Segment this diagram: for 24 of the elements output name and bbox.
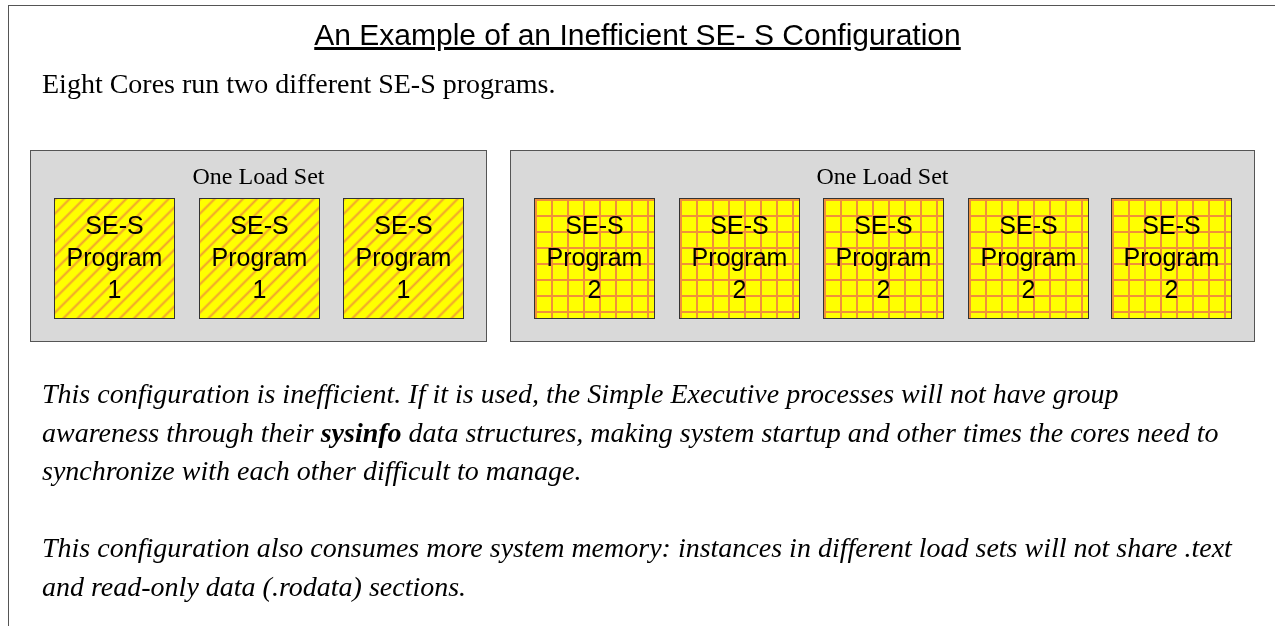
load-set-panel [30, 150, 487, 342]
program-box [968, 198, 1089, 319]
program-box [823, 198, 944, 319]
note-paragraph: This configuration is inefficient. If it is used, the Simple Executive processes will not have group awareness through their sysinfo data structures, making system startup and other times the cores need to synchronize with each other difficult to manage. [42, 377, 1220, 488]
program-label: SE-S Program 1 [354, 210, 453, 305]
panel-heading: One Load Set [815, 162, 950, 191]
note-paragraph: This configuration also consumes more system memory: instances in different load sets will not share .text and read-only data (.rodata) sections. [42, 531, 1234, 604]
program-label: SE-S Program 1 [210, 210, 309, 305]
program-box [343, 198, 464, 319]
load-set-panel [510, 150, 1255, 342]
program-label: SE-S Program 2 [834, 210, 933, 305]
program-box [679, 198, 800, 319]
program-box [54, 198, 175, 319]
panel-heading: One Load Set [191, 162, 326, 191]
program-box [534, 198, 655, 319]
program-label: SE-S Program 1 [65, 210, 164, 305]
title: An Example of an Inefficient SE- S Configuration [313, 17, 962, 53]
program-label: SE-S Program 2 [690, 210, 789, 305]
program-label: SE-S Program 2 [1122, 210, 1221, 305]
intro-text: Eight Cores run two different SE-S programs. [42, 67, 556, 101]
program-label: SE-S Program 2 [979, 210, 1078, 305]
program-box [199, 198, 320, 319]
program-label: SE-S Program 2 [545, 210, 644, 305]
program-box [1111, 198, 1232, 319]
